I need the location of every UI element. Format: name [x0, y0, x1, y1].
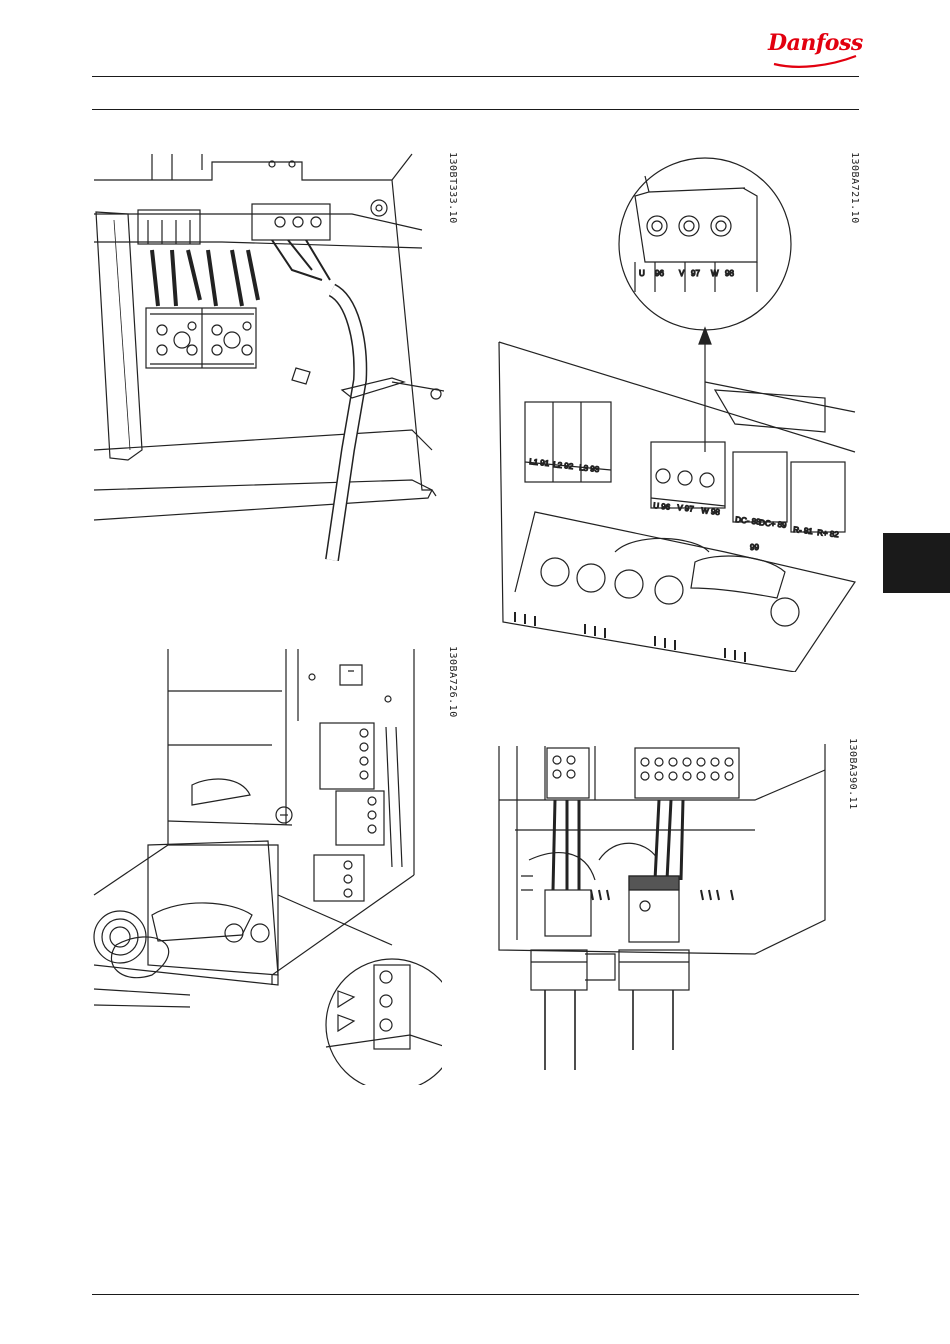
- figure-1-code: 130BT333.10: [447, 152, 458, 224]
- figure-3-code: 130BA726.10: [447, 646, 458, 718]
- callout-label-96: 96: [655, 269, 664, 278]
- header-rule-top: [92, 76, 859, 77]
- figure-4-code: 130BA390.11: [847, 738, 858, 810]
- callout-label-98: 98: [725, 269, 734, 278]
- figure-1-motor-cable-drawing: [92, 150, 444, 570]
- terminal-label-r-plus: R+ 82: [817, 528, 840, 539]
- terminal-label-l3: L3 93: [579, 463, 600, 474]
- footer-rule: [92, 1294, 859, 1295]
- terminal-label-l1: L1 91: [529, 457, 550, 468]
- figure-2-code: 130BA721.10: [849, 152, 860, 224]
- chapter-tab: [883, 533, 950, 593]
- header-rule-bottom: [92, 109, 859, 110]
- danfoss-logo: Danfoss: [768, 26, 860, 70]
- terminal-label-dc-minus: DC- 88: [735, 515, 762, 527]
- figure-4-cable-gland-drawing: [495, 740, 833, 1070]
- callout-label-v: V: [679, 269, 685, 278]
- callout-label-u: U: [639, 269, 645, 278]
- callout-label-w: W: [711, 269, 719, 278]
- callout-label-97: 97: [691, 269, 700, 278]
- figure-3-control-terminal-drawing: [92, 645, 442, 1085]
- terminal-label-w98: W 98: [701, 506, 721, 517]
- logo-wordmark: Danfoss: [768, 30, 860, 56]
- terminal-label-dc-plus: DC+ 89: [759, 518, 788, 530]
- terminal-label-r-minus: R- 81: [793, 525, 814, 536]
- figure-2-terminal-block-drawing: U 96 V 97 W 98 L1 91 L2 92 L3 93 U 96 V …: [495, 152, 859, 672]
- terminal-label-l2: L2 92: [553, 460, 574, 471]
- terminal-label-earth: 99: [750, 543, 759, 552]
- terminal-label-v97: V 97: [677, 503, 695, 514]
- terminal-label-u96: U 96: [653, 501, 671, 512]
